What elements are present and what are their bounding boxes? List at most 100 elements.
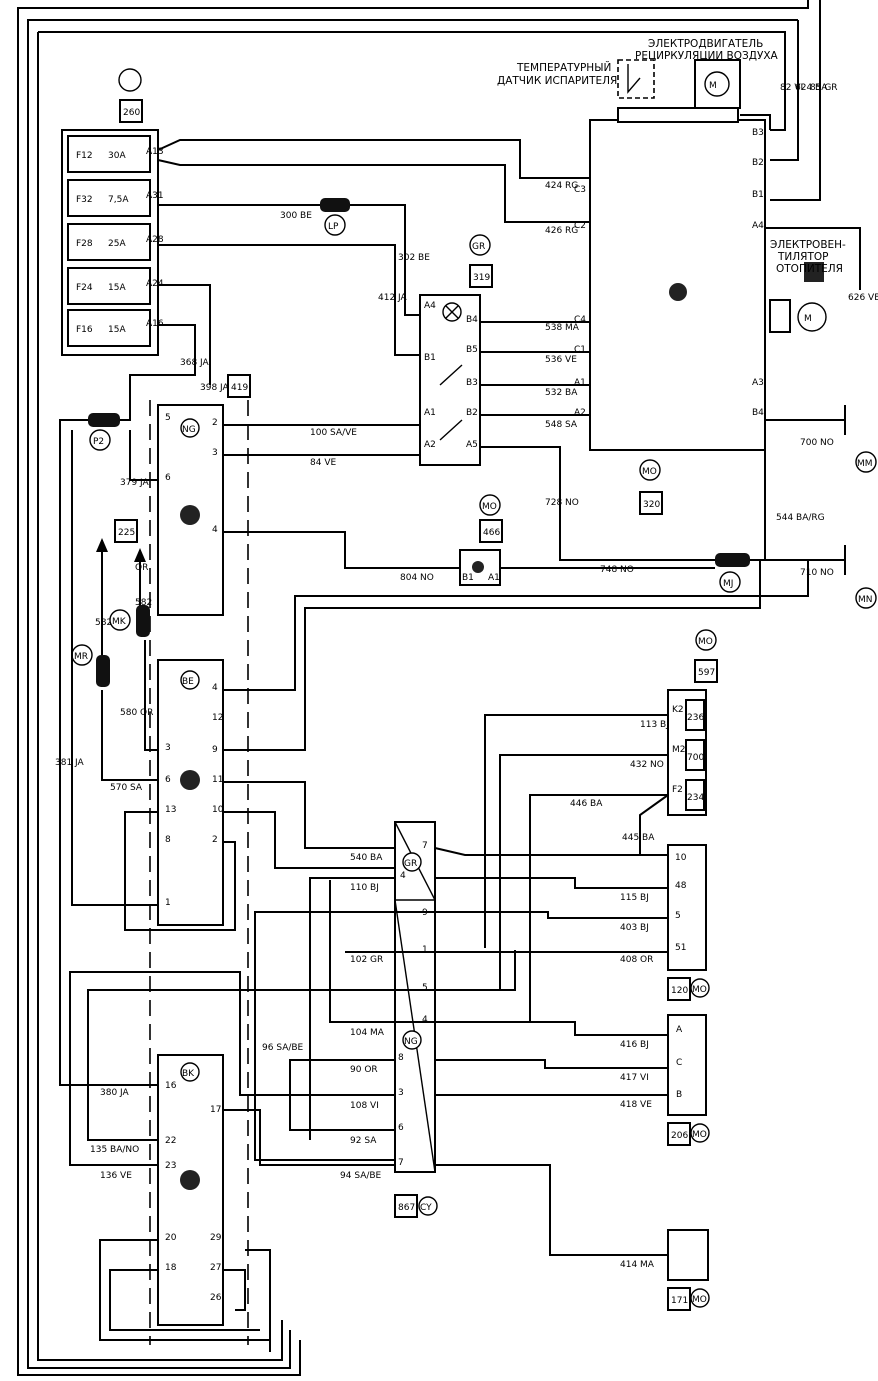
ng-pin-5: 5 [165,413,171,423]
fuse-rating-1: 30A [108,151,126,161]
lp-circle [324,214,346,236]
conn-pin-8: 8 [398,1053,404,1063]
fuse-id-3: F28 [76,239,93,249]
mo-label-2: MO [482,502,497,512]
wire-90: 90 OR [350,1065,378,1075]
mo-label-6: MO [692,1295,707,1305]
module-bk: BK 16 17 22 23 20 29 18 27 26 [157,1054,224,1326]
fuse-pin-4: A24 [146,279,164,289]
fuse-id-2: F32 [76,195,93,205]
conn-pin-7b: 7 [398,1158,404,1168]
be-pin-10: 10 [212,805,224,815]
lp-label: LP [328,222,339,232]
wire-104: 104 MA [350,1028,385,1038]
be-pin-1: 1 [165,898,171,908]
m597-pin-k2: K2 [672,705,684,715]
selector-switch: A4 B1 A1 A2 B4 B5 B3 B2 A5 GR 319 [419,234,493,466]
fuse-box-ground-circle [118,68,142,92]
ng-label-conn: NG [404,1037,418,1047]
tag-320: 320 [643,500,660,510]
sensor-caption-1: ТЕМПЕРАТУРНЫЙ [516,61,611,74]
bk-pin-22: 22 [165,1136,176,1146]
ecu-pin-a2: A2 [574,408,586,418]
wire-446: 446 BA [570,799,603,809]
conn-pin-7: 7 [422,841,428,851]
wire-113: 113 BJ [640,720,669,730]
fuse-rating-2: 7,5A [108,195,129,205]
wire-100: 100 SA/VE [310,428,357,438]
module-597: K2 M2 F2 236 700 234 597 MO [667,629,718,816]
wire-540: 540 BA [350,853,383,863]
switch-pin-b1: B1 [424,353,436,363]
tag-120: 120 [671,986,688,996]
wire-85: 85 GR [810,83,838,93]
mo-label-5: MO [692,1130,707,1140]
wire-748: 748 NO [600,565,634,575]
ecu-pin-b1: B1 [752,190,764,200]
switch-pin-b2: B2 [466,408,478,418]
module-171: 171 MO [667,1229,710,1311]
module-be: BE 4 12 3 9 6 11 13 10 8 2 1 [157,659,224,926]
bk-pin-27: 27 [210,1263,221,1273]
wire-580: 580 OR [120,708,153,718]
wire-570: 570 SA [110,783,143,793]
conn-pin-4b: 4 [422,1015,428,1025]
tag-597: 597 [698,668,715,678]
mo-label-1: MO [642,467,657,477]
arrows-225: 225 582 SA 582 OR MK MR [71,519,152,687]
wire-624: 624 BA [795,83,828,93]
fan-caption-2: ТИЛЯТОР [777,251,828,263]
module-ng: NG 5 6 2 3 4 419 [157,374,251,616]
module-206: A C B 206 MO [667,1014,710,1146]
right-module-wires: 113 BJ 432 NO 446 BA 445 BA 115 BJ 403 B… [434,714,669,1270]
ecu-pin-c4: C4 [574,315,586,325]
fuse-id-1: F12 [76,151,93,161]
m597-pin-f2: F2 [672,785,683,795]
wire-408: 408 OR [620,955,653,965]
motor-m-label: M [709,81,717,91]
fuse-pin-2: A31 [146,191,164,201]
fan-caption-3: ОТОПИТЕЛЯ [776,263,843,275]
wire-700: 700 NO [800,438,834,448]
wire-379: 379 JA [120,478,150,488]
m120-pin-10: 10 [675,853,687,863]
wire-536: 536 VE [545,355,577,365]
bk-pin-29: 29 [210,1233,222,1243]
wire-102: 102 GR [350,955,383,965]
bk-pin-16: 16 [165,1081,177,1091]
conn-pin-1: 1 [422,945,428,955]
conn-pin-6: 6 [398,1123,404,1133]
wire-108: 108 VI [350,1101,379,1111]
motor-caption-1: ЭЛЕКТРОДВИГАТЕЛЬ [648,38,763,50]
mm-label: MM [857,459,873,469]
wire-84: 84 VE [310,458,336,468]
conn-pin-4: 4 [400,871,406,881]
evaporator-sensor: ТЕМПЕРАТУРНЫЙ ДАТЧИК ИСПАРИТЕЛЯ [497,59,655,99]
tag-260: 260 [123,108,140,118]
n466-pin-a1: A1 [488,573,500,583]
cy-label: CY [420,1203,432,1213]
wire-or: OR [135,563,148,573]
ng-pin-4: 4 [212,525,218,535]
ng-wires: 100 SA/VE 84 VE 804 NO 379 JA P2 [59,413,460,1086]
fuse-rating-5: 15A [108,325,126,335]
be-pin-4: 4 [212,683,218,693]
switch-ecu-wires: 538 MA 536 VE 532 BA 548 SA 728 NO 748 N… [480,321,765,593]
sensor-caption-2: ДАТЧИК ИСПАРИТЕЛЯ [497,75,617,87]
box-236: 236 [687,713,704,723]
tag-867: 867 [398,1203,415,1213]
module-466: B1 A1 MO 466 [459,494,715,586]
n466-pin-b1: B1 [462,573,474,583]
outer-harness [17,0,821,1376]
be-label: BE [182,677,194,687]
fuse-id-5: F16 [76,325,93,335]
motor-caption-2: РЕЦИРКУЛЯЦИИ ВОЗДУХА [635,50,779,62]
wire-398: 398 JA/NO [200,383,246,393]
ng-pin-2: 2 [212,418,218,428]
wire-445: 445 BA [622,833,655,843]
m120-pin-5: 5 [675,911,681,921]
fuse-box: 30A 7,5A 25A 15A 15A F12 F32 F28 F24 F16… [61,68,164,356]
mo-label-4: MO [692,985,707,995]
connector-left-wires: 540 BA 110 BJ 102 GR 104 MA 90 OR 108 VI… [69,847,435,1181]
ecu-pin-b2: B2 [752,158,764,168]
